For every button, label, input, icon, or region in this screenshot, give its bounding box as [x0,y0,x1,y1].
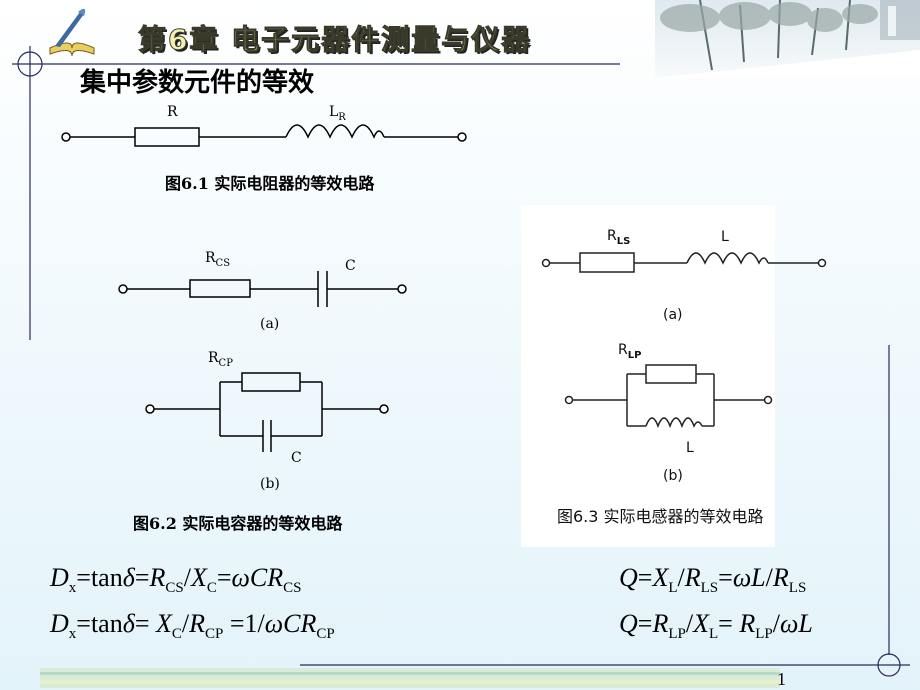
formula-capacitor-parallel: Dx=tanδ= XC/RCP =1/ωCRCP [50,609,335,642]
crosshair-top-left [12,46,620,340]
fig63a-tag: (a) [663,307,683,323]
fig62a-r-main: R [205,250,216,266]
fig62a-label-c: C [345,258,356,274]
fig61-lr-sub: R [338,111,346,123]
fig62a-r-sub: CS [215,257,231,269]
fig62b-label-c: C [291,450,302,466]
fig62b-tag: (b) [260,476,280,492]
page-number: 1 [777,669,786,689]
fig63a-label-r: RLS [607,228,630,247]
chapter-title: 第6章 电子元器件测量与仪器 [137,23,532,57]
fig63b-r-main: R [618,342,628,358]
fig61-label-lr: LR [329,104,346,123]
header-photo [655,0,920,78]
fig62a-label-r: RCS [205,250,230,269]
fig61-caption: 图6.1 实际电阻器的等效电路 [165,174,375,193]
fig62a-tag: (a) [260,316,280,332]
fig62b-r-main: R [208,350,219,366]
fig63b-r-sub: LP [627,349,642,361]
formula-capacitor-series: Dx=tanδ=RCS/XC=ωCRCS [50,563,302,596]
fig63a-r-sub: LS [616,235,631,247]
slide-heading: 集中参数元件的等效 [80,68,315,98]
formula-inductor-series: Q=XL/RLS=ωL/RLS [619,563,807,596]
fig62b-label-r: RCP [208,350,233,369]
fig62b-r-sub: CP [218,357,233,369]
fig62-caption: 图6.2 实际电容器的等效电路 [133,514,343,533]
fig61-lr-main: L [329,104,339,120]
bottom-decorative-strip [40,668,780,688]
fig63-panel [521,205,775,547]
formula-inductor-parallel: Q=RLP/XL= RLP/ωL [619,609,813,642]
fig63b-tag: (b) [663,468,683,484]
fig63b-label-r: RLP [618,342,641,361]
crosshair-bottom-right [300,653,910,677]
fig63a-r-main: R [607,228,617,244]
fig63b-label-l: L [686,440,694,456]
fig63-caption: 图6.3 实际电感器的等效电路 [557,507,764,526]
book-quill-icon [49,8,95,57]
fig61-label-r: R [167,104,178,120]
fig63a-label-l: L [721,229,729,245]
